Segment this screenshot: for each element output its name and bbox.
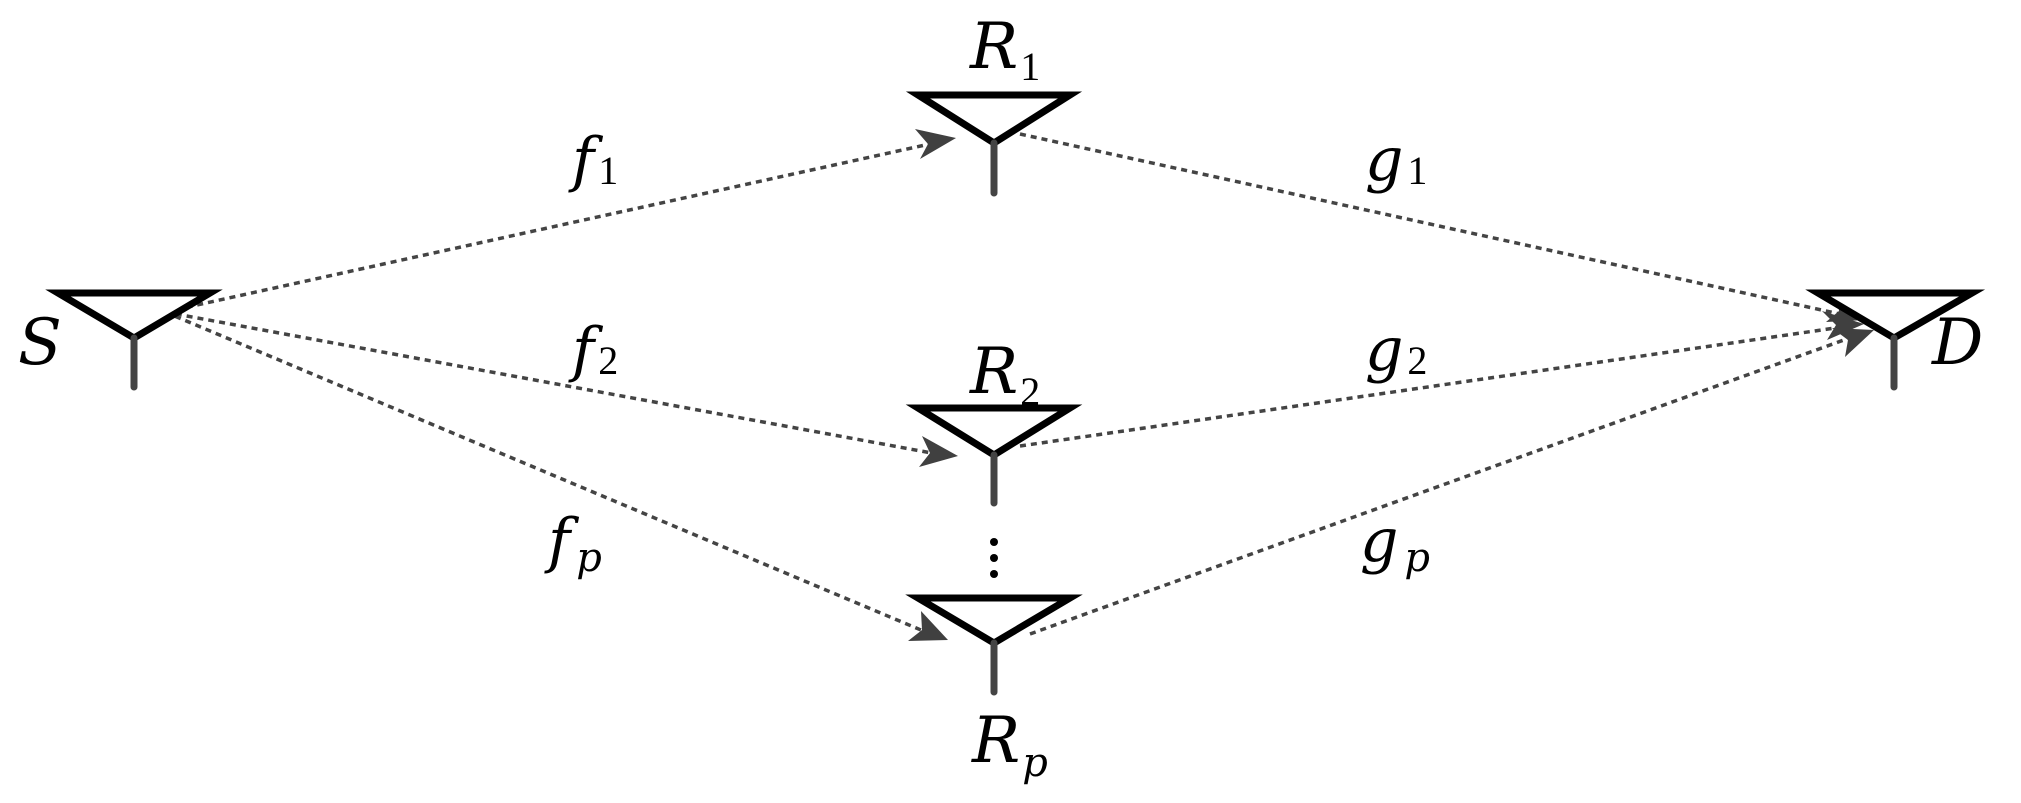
arrow-head-gp xyxy=(1832,328,1874,357)
link-fp-line xyxy=(164,310,941,640)
antenna-source xyxy=(45,289,223,391)
link-g2-line xyxy=(1019,323,1857,448)
link-g1-line xyxy=(1019,132,1859,320)
link-label-g1-main: g xyxy=(1365,125,1403,195)
ellipsis-dot xyxy=(990,570,998,578)
antenna-relay2 xyxy=(905,404,1083,507)
link-label-g2-main: g xyxy=(1365,315,1403,385)
link-label-g2-sub: 2 xyxy=(1407,338,1427,383)
node-label-relayp-sub: p xyxy=(1022,740,1048,786)
node-label-relay2-sub: 2 xyxy=(1020,369,1040,414)
antenna-icon xyxy=(905,594,1083,648)
link-label-fp-main: f xyxy=(544,506,580,576)
link-label-g1-sub: 1 xyxy=(1407,148,1427,193)
link-label-f2-sub: 2 xyxy=(598,338,618,383)
node-label-relayp: Rp xyxy=(971,704,1048,786)
link-f2-line xyxy=(164,310,949,458)
link-label-gp-main: g xyxy=(1360,506,1398,576)
links xyxy=(164,132,1867,640)
arrow-head-f2 xyxy=(919,436,958,467)
node-label-relay2: R2 xyxy=(969,335,1040,414)
link-gp-line xyxy=(1029,330,1867,636)
arrow-head-fp xyxy=(908,611,948,641)
ellipsis-dot xyxy=(990,538,998,546)
ellipsis-dot xyxy=(990,554,998,562)
antenna-icon xyxy=(905,404,1083,460)
node-label-destination: D xyxy=(1931,306,1983,380)
antenna-destination xyxy=(1805,289,1986,391)
antenna-icon xyxy=(1805,289,1986,343)
node-label-relay1: R1 xyxy=(969,10,1040,89)
node-label-relayp-main: R xyxy=(971,704,1020,778)
arrow-head-g2 xyxy=(1822,311,1864,340)
relay-ellipsis xyxy=(990,538,998,578)
antenna-icon xyxy=(905,91,1083,148)
link-f1-line xyxy=(164,138,949,314)
node-label-relay1-main: R xyxy=(969,10,1018,84)
node-label-relay1-sub: 1 xyxy=(1020,44,1040,89)
node-label-relay2-main: R xyxy=(969,335,1018,409)
antenna-icon xyxy=(45,289,223,343)
antenna-relay1 xyxy=(905,91,1083,197)
link-label-fp-sub: p xyxy=(576,535,602,581)
arrow-head-f1 xyxy=(915,129,956,159)
link-label-gp-sub: p xyxy=(1404,535,1430,581)
arrow-heads xyxy=(908,129,1874,641)
link-label-f1-sub: 1 xyxy=(598,148,618,193)
antenna-relayp xyxy=(905,594,1083,696)
node-label-source: S xyxy=(18,306,62,380)
